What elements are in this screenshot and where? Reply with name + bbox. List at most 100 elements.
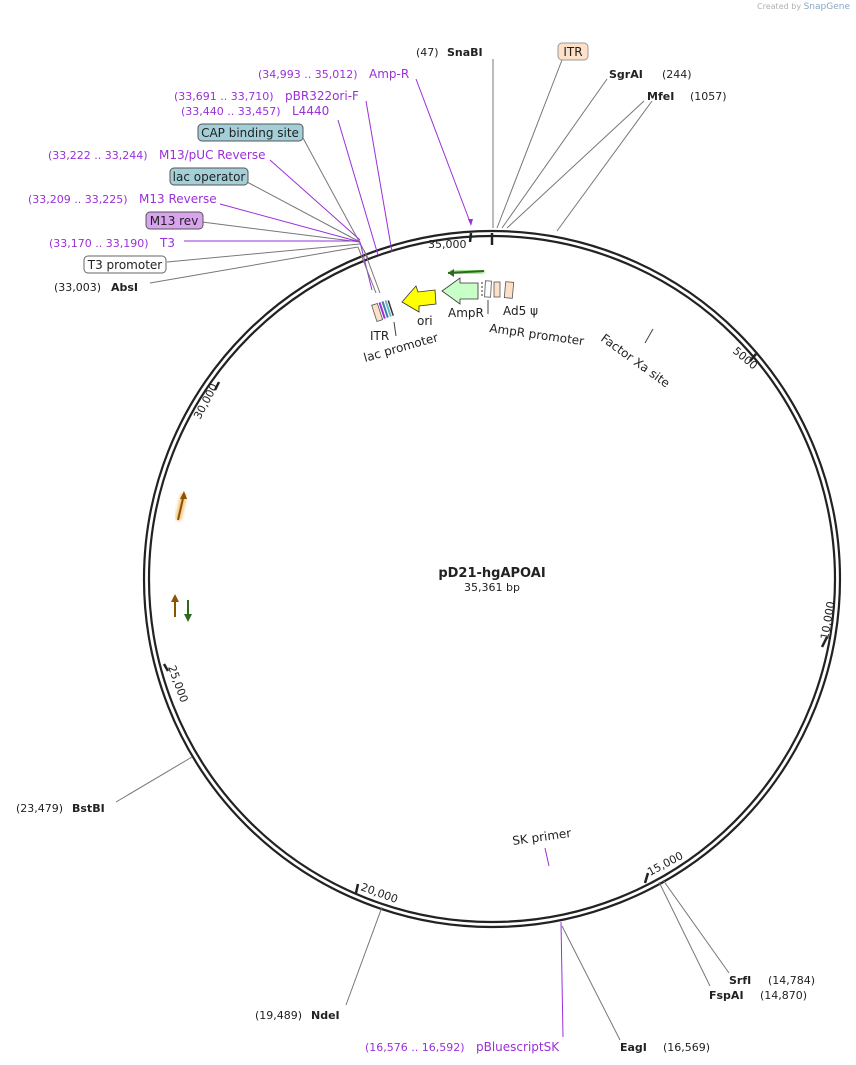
tick-marks (162, 232, 829, 894)
watermark: Created by SnapGene (757, 2, 850, 12)
primer-block-b (381, 301, 389, 318)
primer-m13-puc-range: (33,222 .. 33,244) (48, 149, 148, 162)
fan-1 (359, 241, 373, 291)
label-ad5[interactable]: Ad5 ψ (503, 304, 538, 318)
tick-30000 (213, 381, 221, 391)
enzyme-eagi-pos: (16,569) (663, 1041, 710, 1054)
label-ampr[interactable]: AmpR (448, 306, 484, 320)
enzyme-srfi-pos: (14,784) (768, 974, 815, 987)
leader-mfei-2 (556, 100, 653, 232)
primer-pbluescriptsk[interactable]: pBluescriptSK (476, 1040, 560, 1054)
enzyme-bstbi[interactable]: BstBI (72, 802, 105, 815)
amp-r-primer-arrow (447, 268, 485, 277)
leader-eagi (561, 925, 621, 1041)
primer-pbr322ori-f[interactable]: pBR322ori-F (285, 89, 359, 103)
leader-pbr322ori-f (365, 100, 393, 253)
itr-right-block (484, 280, 492, 298)
label-ori[interactable]: ori (417, 314, 433, 328)
itr-left-block (371, 302, 384, 322)
enzyme-ndei[interactable]: NdeI (311, 1009, 340, 1022)
primer-m13-reverse[interactable]: M13 Reverse (139, 192, 217, 206)
leader-srfi (662, 879, 730, 974)
primer-t3-range: (33,170 .. 33,190) (49, 237, 149, 250)
tick-25000 (162, 663, 170, 672)
leader-ndei (345, 906, 383, 1006)
enzyme-sgrai[interactable]: SgrAI (609, 68, 643, 81)
leader-mfei (506, 100, 645, 229)
primer-t3[interactable]: T3 (159, 236, 175, 250)
enzyme-ndei-pos: (19,489) (255, 1009, 302, 1022)
leader-lines (115, 59, 730, 1041)
leader-pbluescriptsk (560, 921, 564, 1038)
boxed-feature-labels: ITR CAP binding site lac operator M13 re… (83, 42, 589, 274)
fan-2 (357, 246, 377, 294)
primer-m13-puc[interactable]: M13/pUC Reverse (159, 148, 266, 162)
fan-3 (363, 249, 381, 294)
left-arrow-1-head (180, 491, 187, 499)
cap-label[interactable]: CAP binding site (201, 126, 299, 140)
origin-features (481, 280, 515, 299)
enzyme-absi-pos: (33,003) (54, 281, 101, 294)
tick-label-35000: 35,000 (428, 238, 467, 251)
ad5-psi-block-a (493, 281, 501, 298)
watermark-brand: SnapGene (803, 2, 850, 12)
enzyme-eagi[interactable]: EagI (620, 1041, 647, 1054)
label-ampr-promoter[interactable]: AmpR promoter (489, 321, 585, 348)
t3-promoter-box (83, 255, 167, 274)
ampr-arrow (441, 277, 479, 305)
itr-left-blocks (371, 300, 394, 322)
m13-rev-box (145, 211, 204, 230)
lac-operator-box (169, 167, 249, 186)
enzyme-snabi[interactable]: SnaBI (447, 46, 483, 59)
itr-top-label[interactable]: ITR (563, 45, 582, 59)
plasmid-length: 35,361 bp (464, 581, 520, 594)
enzyme-absi[interactable]: AbsI (111, 281, 138, 294)
tick-10000 (820, 636, 829, 648)
primer-amp-r[interactable]: Amp-R (369, 67, 409, 81)
enzyme-srfi[interactable]: SrfI (729, 974, 751, 987)
label-factor-xa[interactable]: Factor Xa site (598, 331, 672, 390)
tick-15000 (643, 872, 650, 884)
leader-bstbi (115, 756, 193, 803)
enzyme-bstbi-pos: (23,479) (16, 802, 63, 815)
leader-l4440 (337, 119, 379, 256)
enzyme-sgrai-pos: (244) (662, 68, 692, 81)
primer-m13-reverse-range: (33,209 .. 33,225) (28, 193, 128, 206)
enzyme-labels: (47) SnaBI SgrAI (244) MfeI (1057) SrfI … (16, 46, 815, 1054)
lac-operator-label[interactable]: lac operator (173, 170, 246, 184)
leader-sk-primer (544, 847, 550, 867)
watermark-prefix: Created by (757, 2, 802, 11)
primer-block-a (378, 302, 386, 319)
amp-r-primer-tick (468, 219, 473, 226)
enzyme-mfei[interactable]: MfeI (647, 90, 674, 103)
primer-l4440[interactable]: L4440 (292, 104, 329, 118)
primer-pbluescriptsk-range: (16,576 .. 16,592) (365, 1041, 465, 1054)
leader-factor-xa (644, 328, 654, 344)
cap-box (197, 123, 304, 142)
leader-fspai (658, 881, 711, 987)
leader-m13-puc (269, 159, 361, 241)
leader-lac-promoter (393, 321, 397, 337)
left-arrow-2-head (171, 594, 179, 602)
label-itr-inner[interactable]: ITR (370, 329, 389, 343)
m13-rev-label[interactable]: M13 rev (150, 214, 199, 228)
leader-amp-r (415, 78, 471, 223)
leader-itr-top (496, 59, 563, 229)
leader-sgrai (501, 78, 608, 229)
leader-t3-promoter (166, 243, 361, 263)
primer-block-d (387, 300, 394, 316)
enzyme-snabi-pos: (47) (416, 46, 439, 59)
leader-absi (149, 246, 359, 284)
primer-labels: (34,993 .. 35,012) Amp-R (33,691 .. 33,7… (28, 67, 560, 1054)
enzyme-mfei-pos: (1057) (690, 90, 727, 103)
tick-20000 (354, 883, 360, 894)
tick-label-25000: 25,000 (165, 664, 190, 705)
primer-amp-r-range: (34,993 .. 35,012) (258, 68, 358, 81)
label-sk-primer[interactable]: SK primer (511, 826, 572, 848)
t3-promoter-label[interactable]: T3 promoter (87, 258, 163, 272)
enzyme-fspai-pos: (14,870) (760, 989, 807, 1002)
enzyme-fspai[interactable]: FspAI (709, 989, 744, 1002)
primer-pbr322ori-f-range: (33,691 .. 33,710) (174, 90, 274, 103)
leader-lac-operator (246, 181, 361, 243)
